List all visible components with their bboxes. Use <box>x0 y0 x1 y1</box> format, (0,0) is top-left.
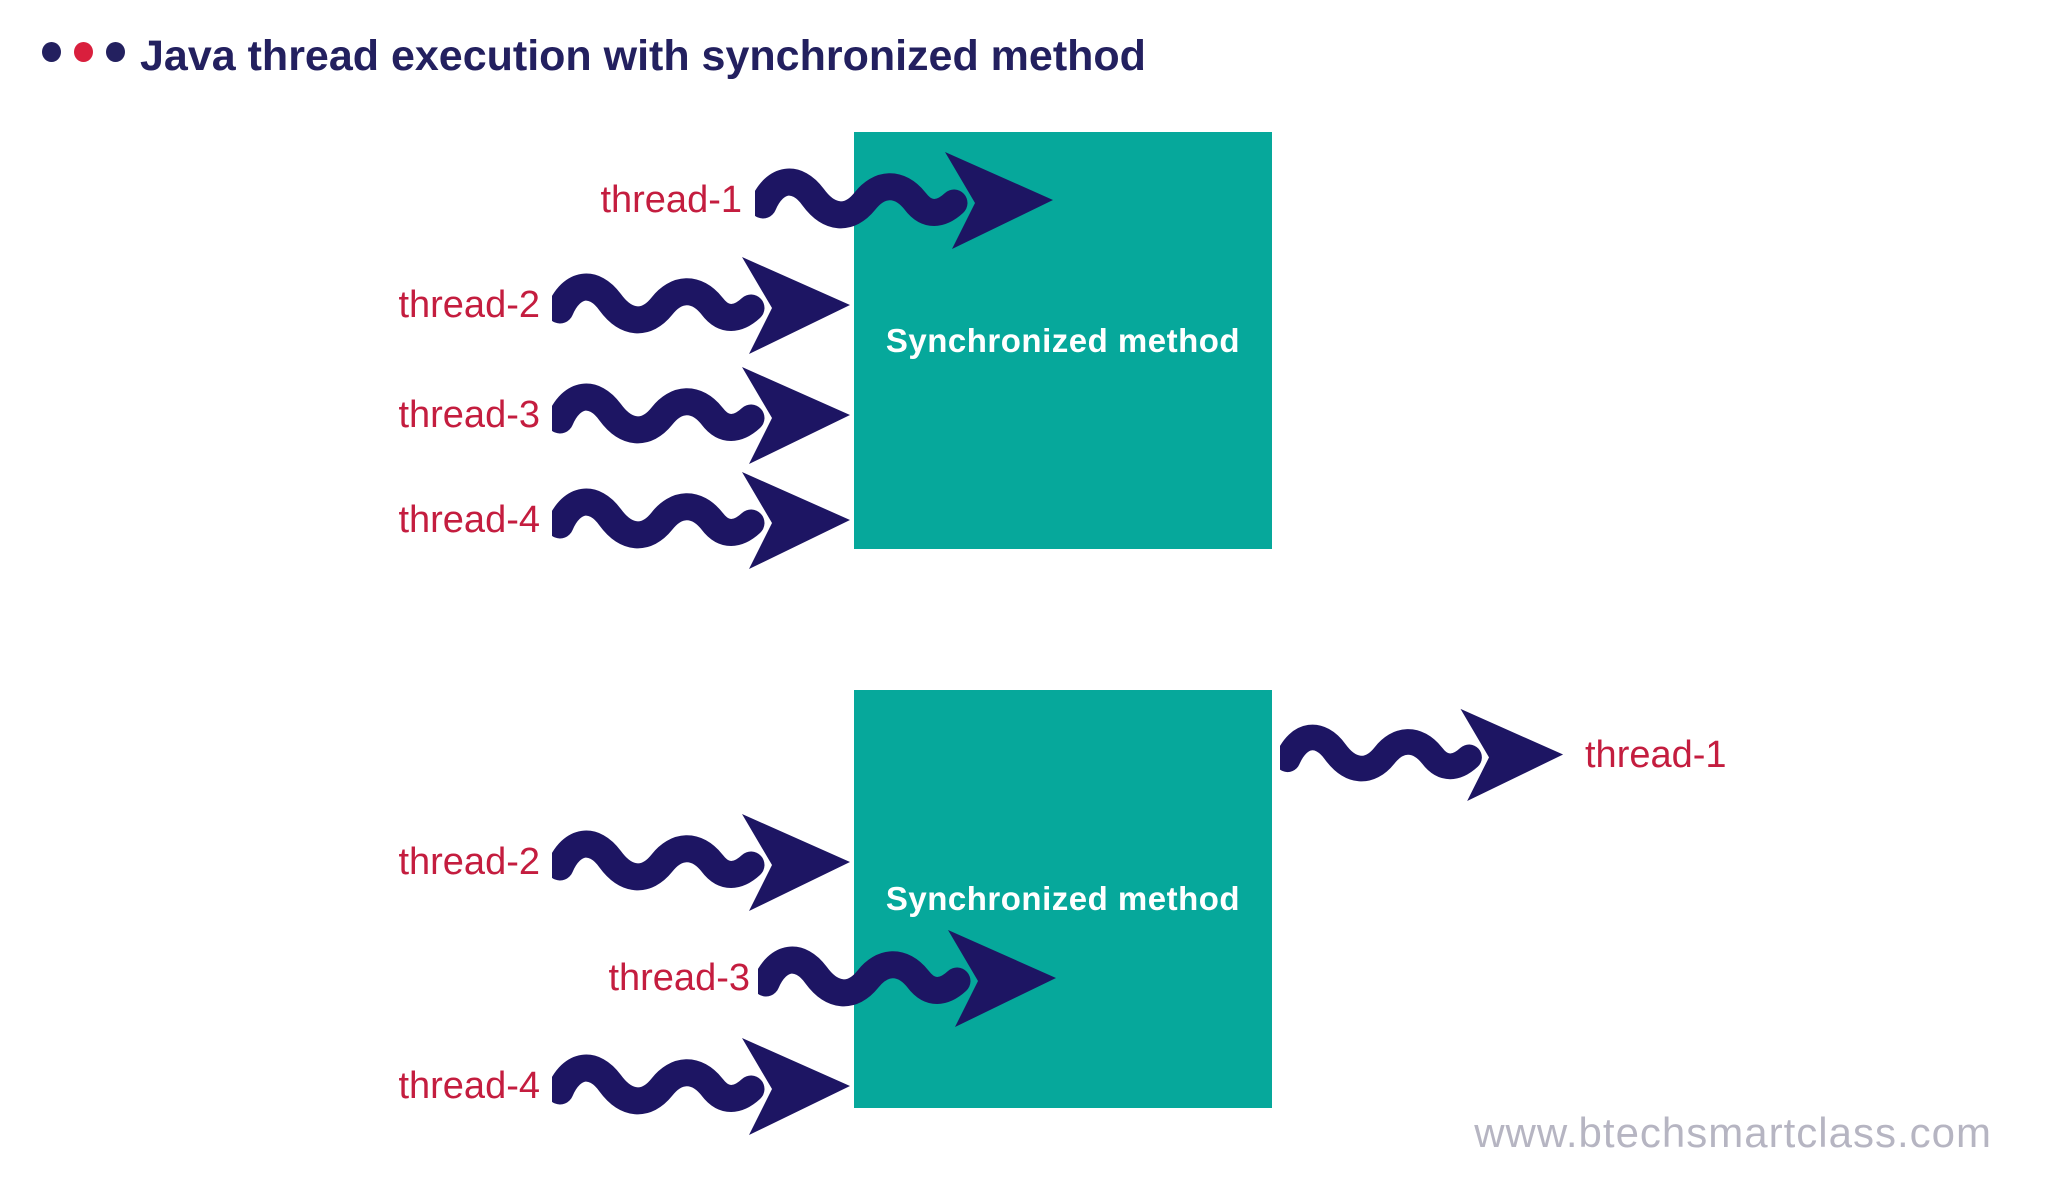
thread-label: thread-1 <box>1585 734 1727 776</box>
thread-label: thread-4 <box>398 499 540 541</box>
wavy-arrow-icon <box>552 472 850 569</box>
thread-label: thread-3 <box>398 394 540 436</box>
wavy-arrow-icon <box>755 152 1053 249</box>
wavy-arrow-icon <box>552 1038 850 1135</box>
thread-label: thread-3 <box>608 957 750 999</box>
page-title: Java thread execution with synchronized … <box>140 32 1146 80</box>
bullet-dot-navy-icon <box>42 42 61 62</box>
thread-label: thread-4 <box>398 1065 540 1107</box>
synchronized-method-label: Synchronized method <box>885 880 1241 917</box>
bullet-dot-navy2-icon <box>106 42 125 62</box>
wavy-arrow-icon <box>552 367 850 464</box>
bullet-dot-red-icon <box>74 42 93 62</box>
watermark-text: www.btechsmartclass.com <box>1474 1109 1992 1156</box>
wavy-arrow-icon <box>552 257 850 354</box>
synchronized-method-box-bottom: Synchronized method <box>854 690 1272 1108</box>
wavy-arrow-icon <box>758 930 1056 1027</box>
wavy-arrow-icon <box>552 814 850 911</box>
wavy-arrow-icon <box>1280 708 1564 802</box>
thread-label: thread-2 <box>398 841 540 883</box>
thread-label: thread-1 <box>600 179 742 221</box>
thread-label: thread-2 <box>398 284 540 326</box>
synchronized-method-label: Synchronized method <box>885 321 1241 359</box>
